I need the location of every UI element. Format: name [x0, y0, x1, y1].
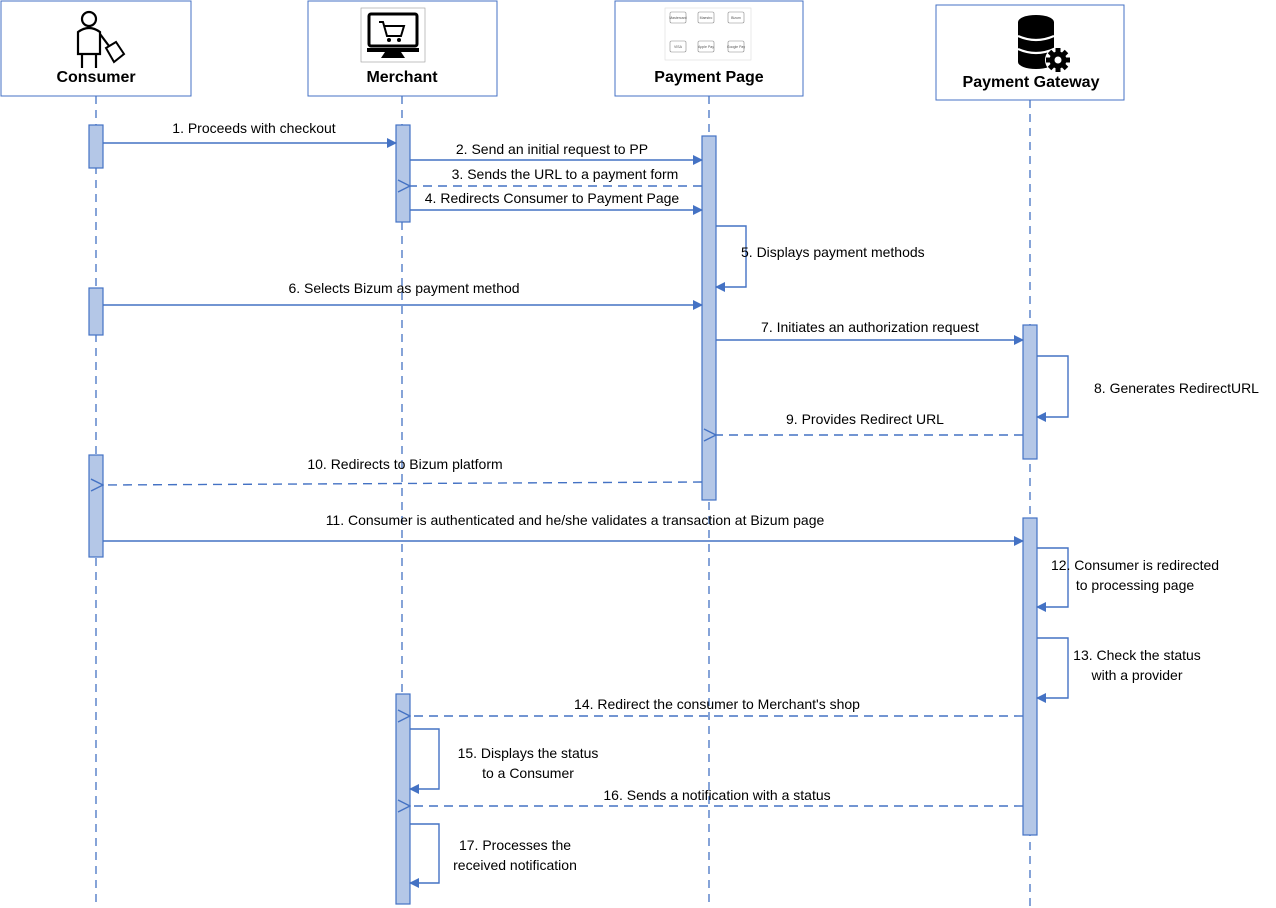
consumer-name: Consumer — [56, 69, 135, 86]
self-message-arrow — [1036, 547, 1069, 612]
merchant-activation — [395, 124, 411, 223]
consumer-icon — [76, 10, 126, 68]
message-label: with a provider — [1090, 667, 1182, 683]
consumer-activation — [88, 124, 104, 169]
message-label: 3. Sends the URL to a payment form — [452, 166, 679, 182]
payment-gateway-activation — [1022, 324, 1038, 460]
payment-icon-label: Apple Pay — [698, 45, 714, 49]
consumer-activation — [88, 287, 104, 336]
payment-icon-label: Bizum — [731, 16, 741, 20]
message-label: 2. Send an initial request to PP — [456, 141, 648, 157]
message-label: 1. Proceeds with checkout — [172, 120, 336, 136]
shopping-cart-monitor-icon — [360, 7, 426, 63]
merchant-name: Merchant — [366, 69, 438, 86]
message-label: 11. Consumer is authenticated and he/she… — [326, 512, 825, 528]
payment-icon-label: Google Pay — [727, 45, 746, 49]
self-message-arrow — [1036, 355, 1069, 422]
message-label: to a Consumer — [482, 765, 574, 781]
payment-icon-label: VISA — [674, 45, 683, 49]
message-label: 10. Redirects to Bizum platform — [307, 456, 502, 472]
payment-page-name: Payment Page — [654, 69, 763, 86]
payment-gateway-activation — [1022, 517, 1038, 836]
payment-page-actor: Mastercard Maestro Bizum VISA Apple Pay … — [614, 0, 804, 97]
message-label: 6. Selects Bizum as payment method — [288, 280, 519, 296]
message-label: 5. Displays payment methods — [741, 244, 925, 260]
payment-gateway-actor: Payment Gateway — [935, 4, 1125, 101]
payment-icon-label: Maestro — [700, 16, 713, 20]
message-label: 13. Check the status — [1073, 647, 1201, 663]
self-message-arrow — [1036, 637, 1069, 703]
message-label: 14. Redirect the consumer to Merchant's … — [574, 696, 860, 712]
self-message-arrow — [715, 225, 747, 292]
message-label: 16. Sends a notification with a status — [603, 787, 830, 803]
self-message-arrow — [409, 728, 440, 794]
message-label: to processing page — [1076, 577, 1195, 593]
self-message-arrow — [409, 823, 440, 888]
message-label: 15. Displays the status — [458, 745, 599, 761]
payment-methods-icon: Mastercard Maestro Bizum VISA Apple Pay … — [664, 7, 752, 61]
message-label: 7. Initiates an authorization request — [761, 319, 979, 335]
message-label: 8. Generates RedirectURL — [1094, 380, 1259, 396]
message-label: 17. Processes the — [459, 837, 571, 853]
merchant-activation — [395, 693, 411, 905]
message-arrow — [103, 482, 703, 485]
consumer-activation — [88, 454, 104, 558]
payment-icon-label: Mastercard — [669, 16, 687, 20]
message-label: 9. Provides Redirect URL — [786, 411, 944, 427]
message-label: 4. Redirects Consumer to Payment Page — [425, 190, 680, 206]
consumer-actor: Consumer — [0, 0, 192, 97]
payment-gateway-name: Payment Gateway — [963, 74, 1100, 91]
database-gear-icon — [1017, 15, 1071, 73]
message-label: 12. Consumer is redirected — [1051, 557, 1219, 573]
message-label: received notification — [453, 857, 577, 873]
merchant-actor: Merchant — [307, 0, 498, 97]
payment-page-activation — [701, 135, 717, 501]
